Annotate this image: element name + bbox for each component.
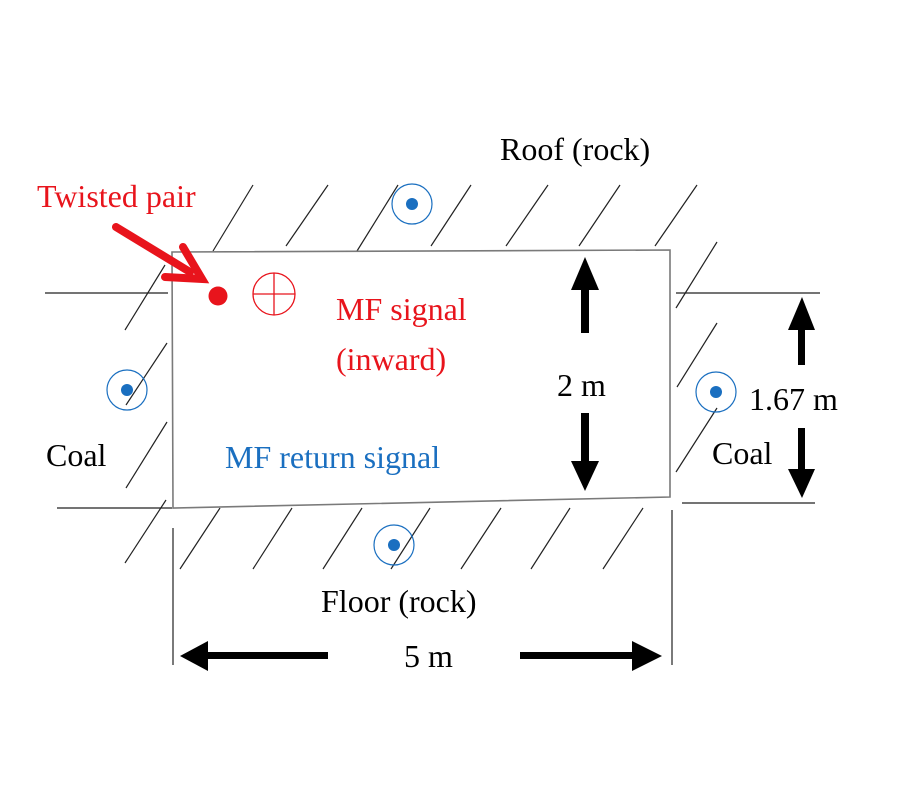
mf-signal-cross-icon	[252, 272, 296, 316]
hatch-line	[675, 241, 718, 309]
hatch-line	[460, 507, 502, 570]
twisted-pair-dot	[208, 286, 228, 306]
tunnel-width-label: 5 m	[404, 638, 453, 674]
hatch-line	[125, 421, 168, 489]
hatch-line	[654, 184, 698, 247]
hatch-line	[390, 507, 431, 570]
left-coal-hatching	[124, 264, 168, 564]
hatch-line	[124, 264, 166, 331]
mf-return-dot-icon-right-coal	[695, 371, 737, 413]
width-arrow-left	[180, 641, 328, 671]
hatch-line	[125, 342, 168, 406]
mf-return-dot-icon-left-coal	[106, 369, 148, 411]
hatch-line	[676, 322, 718, 388]
coal-right-label: Coal	[712, 435, 773, 471]
tunnel-height-arrow-down	[571, 413, 599, 491]
hatch-line	[124, 499, 167, 564]
hatch-line	[212, 184, 254, 252]
hatch-line	[505, 184, 549, 247]
twisted-pair-pointer-arrow	[112, 223, 210, 284]
floor-hatching	[179, 507, 644, 570]
hatch-line	[530, 507, 571, 570]
mf-signal-direction-label: (inward)	[336, 341, 446, 377]
mf-return-label: MF return signal	[225, 439, 440, 475]
hatch-line	[322, 507, 363, 570]
hatch-line	[356, 184, 399, 252]
coal-left-label: Coal	[46, 437, 107, 473]
hatch-line	[602, 507, 644, 570]
mf-return-dot-icon-roof	[391, 183, 433, 225]
floor-label: Floor (rock)	[321, 583, 477, 619]
seam-height-arrow-down	[788, 428, 815, 498]
seam-height-label: 1.67 m	[749, 381, 838, 417]
right-coal-hatching	[675, 241, 718, 473]
tunnel-height-label: 2 m	[557, 367, 606, 403]
hatch-line	[179, 507, 221, 570]
tunnel-outline	[171, 249, 671, 509]
roof-label: Roof (rock)	[500, 131, 650, 167]
hatch-line	[252, 507, 293, 570]
hatch-line	[285, 184, 329, 247]
mf-signal-label: MF signal	[336, 291, 467, 327]
twisted-pair-label: Twisted pair	[37, 178, 196, 214]
roof-hatching	[212, 184, 698, 252]
mf-return-dot-icon-floor	[373, 524, 415, 566]
seam-height-arrow-up	[788, 297, 815, 365]
hatch-line	[675, 407, 718, 473]
tunnel-height-arrow-up	[571, 257, 599, 333]
hatch-line	[430, 184, 472, 247]
hatch-line	[578, 184, 621, 247]
width-arrow-right	[520, 641, 662, 671]
